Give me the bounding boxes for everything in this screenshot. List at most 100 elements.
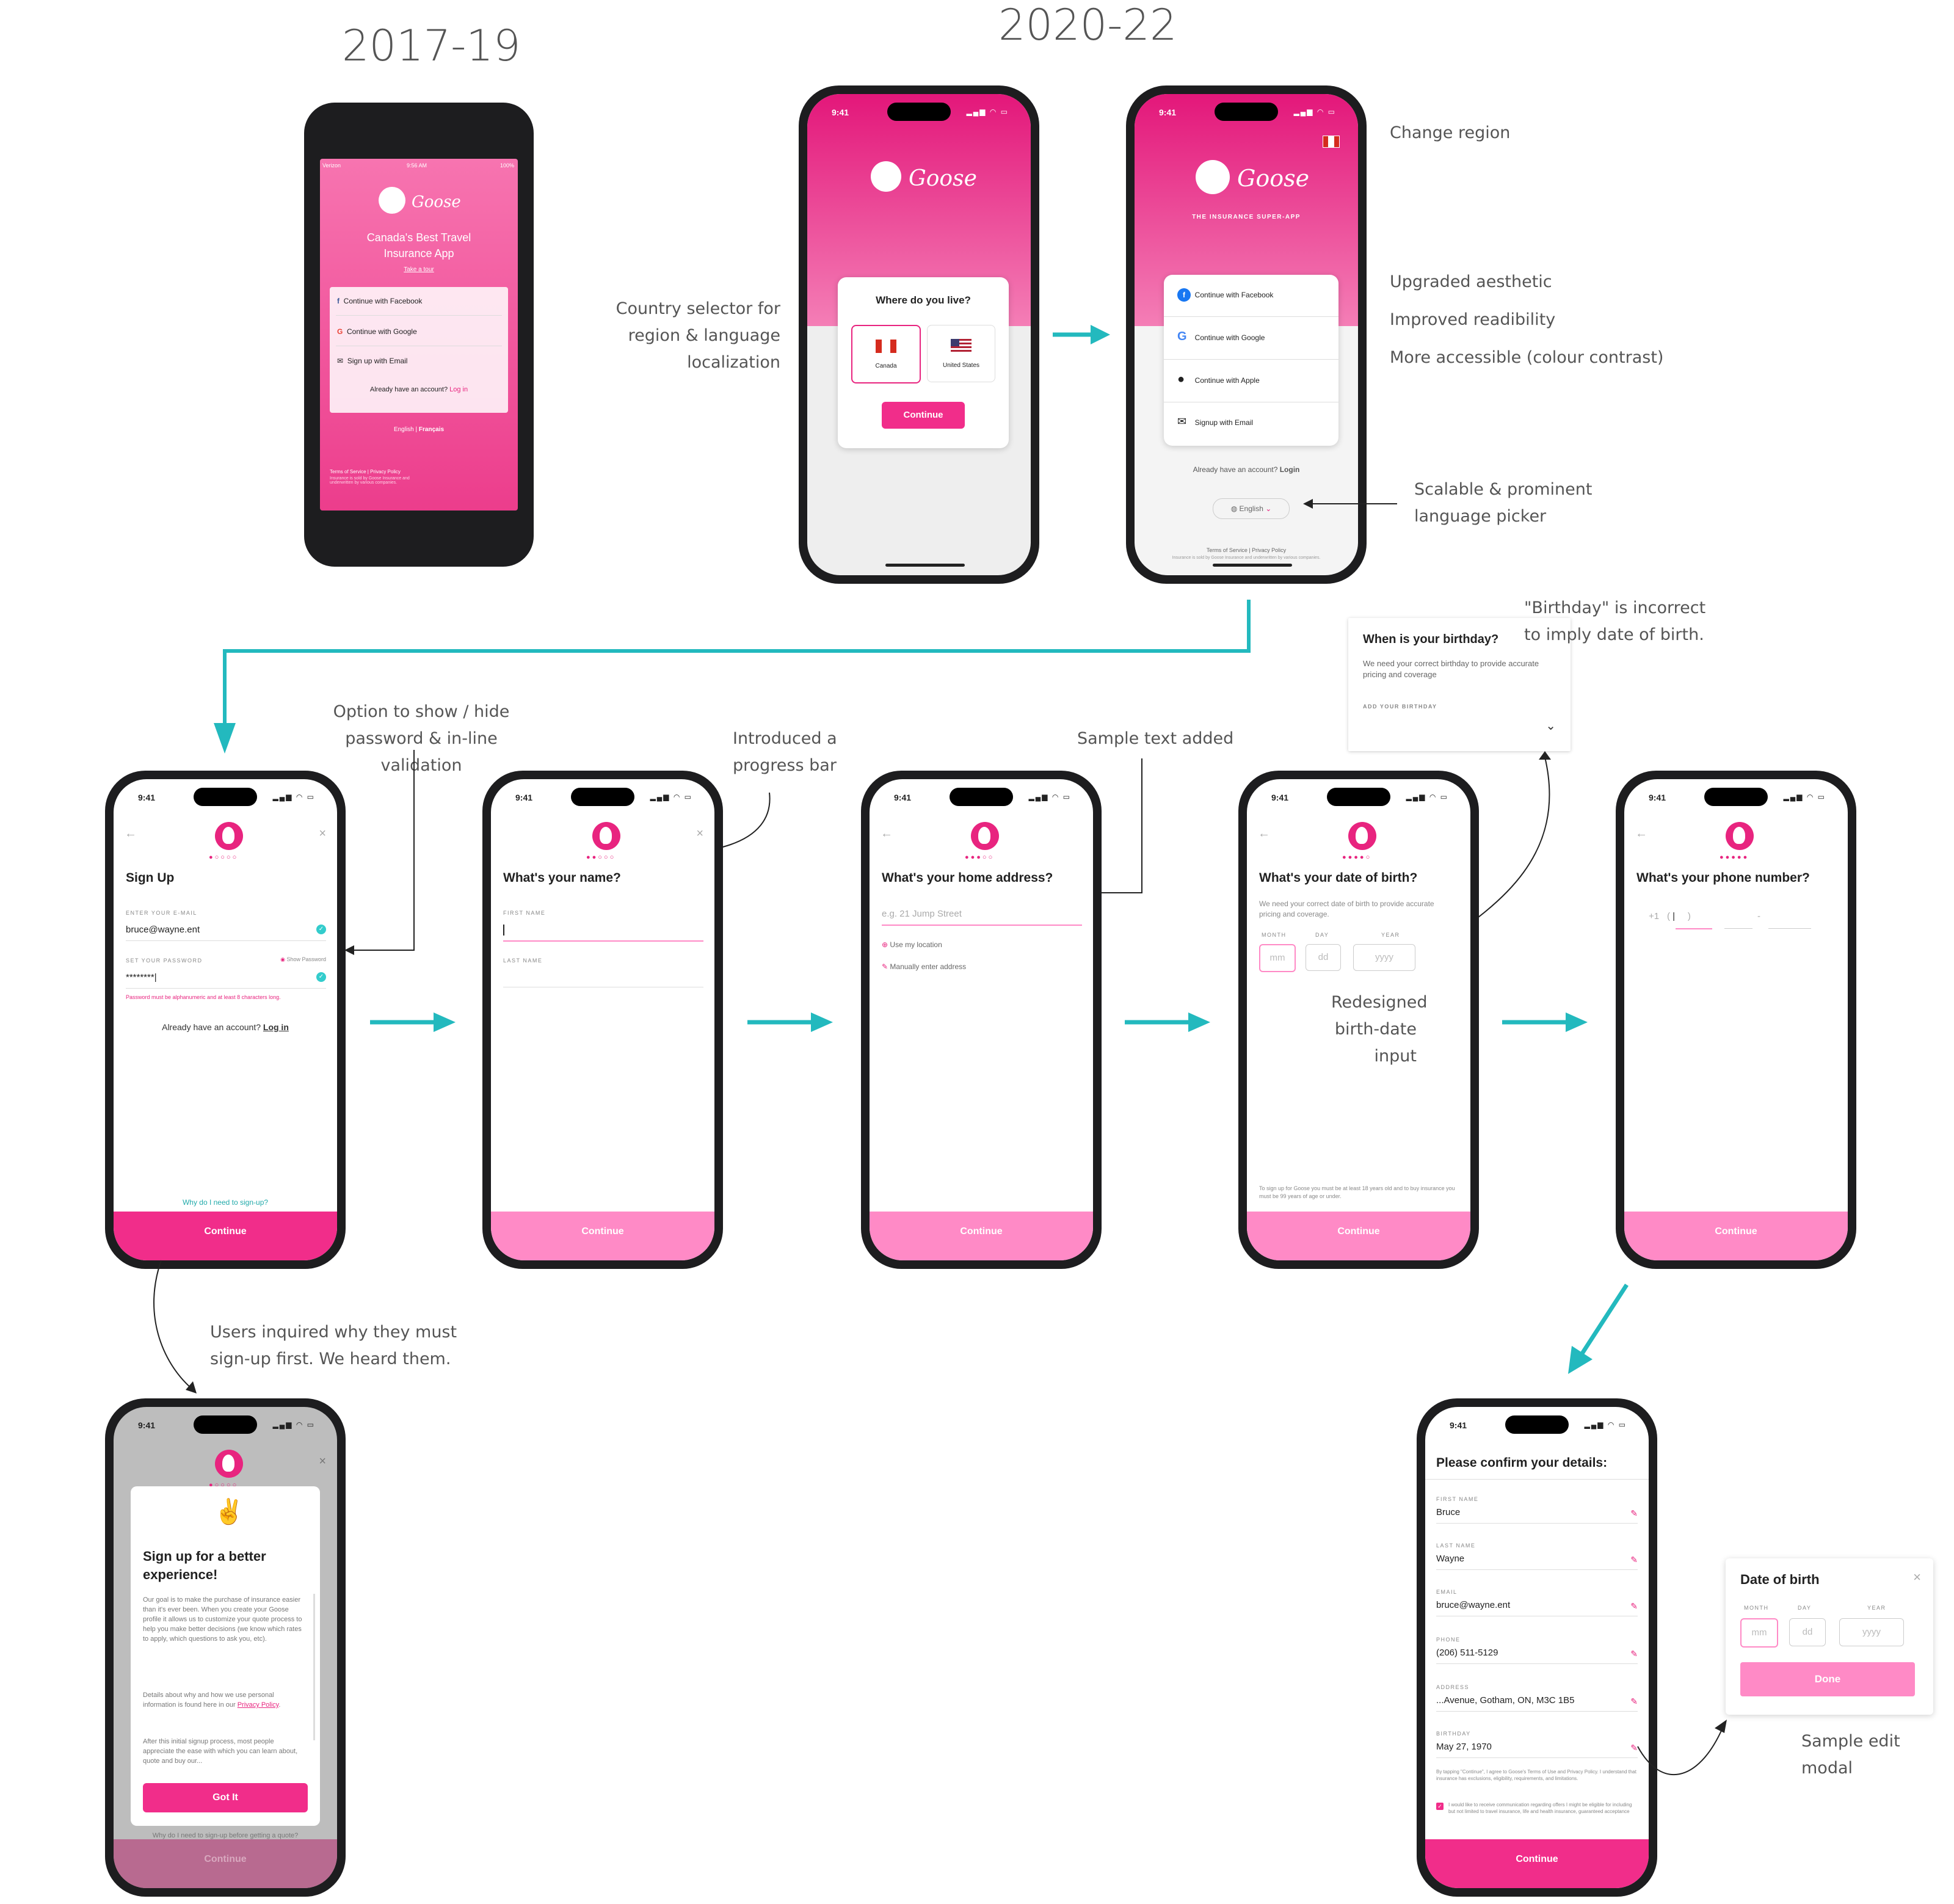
modal-paragraph-2: Details about why and how we use persona… bbox=[143, 1691, 281, 1709]
close-icon[interactable]: × bbox=[696, 827, 703, 840]
field-value: ...Avenue, Gotham, ON, M3C 1B5 bbox=[1436, 1695, 1575, 1706]
edit-icon[interactable]: ✎ bbox=[1630, 1696, 1638, 1706]
year-input[interactable]: yyyy bbox=[1353, 944, 1415, 971]
line-number-field[interactable] bbox=[1768, 928, 1811, 929]
old-tour-link[interactable]: Take a tour bbox=[404, 266, 434, 273]
close-icon[interactable]: × bbox=[319, 1455, 326, 1468]
got-it-button[interactable]: Got It bbox=[143, 1783, 308, 1812]
country-option-canada[interactable]: Canada bbox=[851, 325, 921, 383]
login-link[interactable]: Log in bbox=[263, 1022, 289, 1032]
why-modal-phone: 9:41 ▂▄▆ ◠ ▭ × ●○○○○ ✌ Sign up for a bet… bbox=[105, 1398, 346, 1897]
old-status-time: 9:56 AM bbox=[407, 162, 427, 169]
country-option-usa[interactable]: United States bbox=[927, 325, 995, 382]
old-already-account: Already have an account? Log in bbox=[369, 386, 468, 393]
modal-title: Date of birth bbox=[1740, 1572, 1820, 1587]
back-arrow-icon[interactable]: ← bbox=[1258, 827, 1270, 840]
location-icon: ⊕ bbox=[882, 940, 888, 949]
area-code-field[interactable]: ( | ) bbox=[1667, 911, 1691, 921]
consent-checkbox[interactable]: ✓ bbox=[1436, 1803, 1444, 1810]
country-question: Where do you live? bbox=[876, 294, 971, 306]
privacy-policy-link[interactable]: Privacy Policy bbox=[237, 1701, 279, 1709]
login-option-email[interactable]: ✉ Signup with Email bbox=[1177, 415, 1254, 427]
day-label: DAY bbox=[1798, 1605, 1812, 1611]
login-option-facebook[interactable]: f Continue with Facebook bbox=[1177, 288, 1273, 302]
day-input[interactable]: dd bbox=[1789, 1618, 1826, 1646]
month-input[interactable]: mm bbox=[1740, 1618, 1778, 1648]
footer-links[interactable]: Terms of Service | Privacy Policy bbox=[1206, 547, 1287, 553]
password-field[interactable]: ********| bbox=[126, 972, 157, 983]
status-icons: ▂▄▆ ◠ ▭ bbox=[650, 793, 692, 801]
note-change-region: Change region bbox=[1390, 123, 1511, 142]
first-name-field[interactable] bbox=[503, 925, 504, 936]
page-title: Please confirm your details: bbox=[1436, 1456, 1608, 1470]
language-picker[interactable]: ◍ English ⌄ bbox=[1213, 498, 1290, 519]
birthday-desc: We need your correct birthday to provide… bbox=[1363, 659, 1539, 679]
change-region-flag-icon[interactable] bbox=[1323, 136, 1340, 148]
why-signup-link[interactable]: Why do I need to sign-up? bbox=[182, 1198, 269, 1207]
modal-paragraph-3: After this initial signup process, most … bbox=[143, 1738, 298, 1765]
address-input[interactable]: e.g. 21 Jump Street bbox=[882, 909, 962, 919]
old-language-switch[interactable]: English | Français bbox=[393, 426, 445, 433]
old-login-link[interactable]: Log in bbox=[449, 386, 468, 393]
old-headline: Canada's Best Travel Insurance App bbox=[366, 231, 471, 260]
edit-icon[interactable]: ✎ bbox=[1630, 1601, 1638, 1611]
continue-button[interactable]: Continue bbox=[870, 1212, 1093, 1260]
close-icon[interactable]: × bbox=[1913, 1569, 1921, 1585]
continue-button[interactable]: Continue bbox=[491, 1212, 714, 1260]
chevron-down-icon: ⌄ bbox=[1265, 504, 1272, 513]
note-accessible: More accessible (colour contrast) bbox=[1390, 348, 1664, 367]
chevron-down-icon[interactable]: ⌄ bbox=[1545, 719, 1556, 733]
day-input[interactable]: dd bbox=[1306, 944, 1341, 971]
edit-icon[interactable]: ✎ bbox=[1630, 1508, 1638, 1518]
old-option-email[interactable]: ✉ Sign up with Email bbox=[337, 357, 408, 365]
login-link[interactable]: Login bbox=[1279, 465, 1300, 474]
status-time: 9:41 bbox=[138, 793, 156, 802]
canada-flag-icon bbox=[876, 340, 896, 353]
goose-logo-icon bbox=[871, 161, 901, 192]
back-arrow-icon[interactable]: ← bbox=[1635, 827, 1647, 840]
login-option-apple[interactable]: ● Continue with Apple bbox=[1177, 372, 1260, 386]
email-field[interactable]: bruce@wayne.ent bbox=[126, 925, 200, 935]
old-option-google[interactable]: G Continue with Google bbox=[337, 327, 417, 336]
continue-button[interactable]: Continue bbox=[1425, 1839, 1649, 1888]
page-title: Sign Up bbox=[126, 871, 175, 885]
old-option-facebook[interactable]: f Continue with Facebook bbox=[337, 297, 423, 305]
field-value: bruce@wayne.ent bbox=[1436, 1600, 1511, 1610]
old-status-carrier: Verizon bbox=[322, 162, 341, 169]
back-arrow-icon[interactable]: ← bbox=[125, 827, 137, 840]
page-title: What's your home address? bbox=[882, 871, 1053, 885]
year-input[interactable]: yyyy bbox=[1839, 1618, 1904, 1646]
year-label: YEAR bbox=[1867, 1605, 1886, 1611]
era-heading-old: 2017-19 bbox=[342, 21, 521, 71]
flow-arrow-5 bbox=[1502, 1012, 1588, 1032]
field-label: LAST NAME bbox=[1436, 1542, 1476, 1549]
use-location-button[interactable]: ⊕ Use my location bbox=[882, 940, 942, 949]
close-icon[interactable]: × bbox=[319, 827, 326, 840]
annotation-arrow-modal bbox=[1637, 1720, 1727, 1776]
back-arrow-icon[interactable]: ← bbox=[881, 827, 893, 840]
continue-button[interactable]: Continue bbox=[1247, 1212, 1470, 1260]
edit-icon[interactable]: ✎ bbox=[1630, 1743, 1638, 1753]
field-label: ADDRESS bbox=[1436, 1684, 1470, 1690]
login-option-google[interactable]: G Continue with Google bbox=[1177, 330, 1265, 343]
google-icon: G bbox=[337, 327, 343, 336]
edit-icon[interactable]: ✎ bbox=[1630, 1555, 1638, 1564]
continue-button[interactable]: Continue bbox=[1624, 1212, 1848, 1260]
exchange-field[interactable] bbox=[1724, 928, 1752, 929]
old-footer-links[interactable]: Terms of Service | Privacy Policy bbox=[330, 469, 401, 474]
country-code: +1 bbox=[1649, 911, 1660, 921]
done-button[interactable]: Done bbox=[1740, 1662, 1915, 1696]
month-input[interactable]: mm bbox=[1259, 944, 1296, 972]
manual-address-button[interactable]: ✎ Manually enter address bbox=[882, 962, 967, 971]
brand-name: Goose bbox=[909, 166, 977, 191]
modal-title: Sign up for a better experience! bbox=[143, 1549, 266, 1582]
field-value: Wayne bbox=[1436, 1553, 1465, 1564]
edit-icon[interactable]: ✎ bbox=[1630, 1649, 1638, 1659]
continue-button[interactable]: Continue bbox=[114, 1212, 337, 1260]
mail-icon: ✉ bbox=[1177, 415, 1187, 427]
show-password-toggle[interactable]: ◉ Show Password bbox=[280, 956, 326, 962]
status-time: 9:41 bbox=[832, 107, 849, 117]
modal-scrollbar[interactable] bbox=[313, 1594, 315, 1740]
country-continue-button[interactable]: Continue bbox=[882, 402, 965, 429]
flow-arrow-2 bbox=[370, 1012, 456, 1032]
